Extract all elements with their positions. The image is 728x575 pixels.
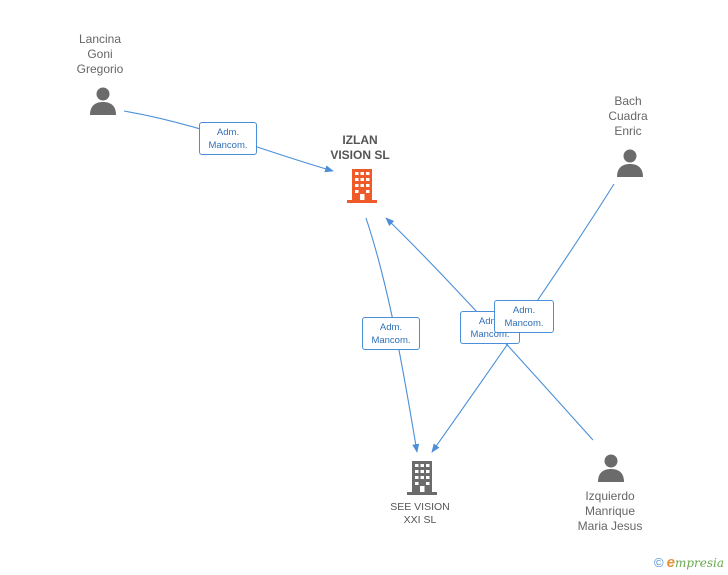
person-icon[interactable] (615, 148, 645, 178)
node-label-izlan: IZLAN VISION SL (330, 133, 390, 162)
role-line2: Mancom. (504, 318, 544, 329)
brand-logo-e: e (666, 554, 675, 571)
brand-logo-text: mpresia (674, 556, 724, 570)
role-box-bach-seevision[interactable]: Adm. Mancom. (494, 300, 554, 333)
role-line1: Adm. (216, 127, 240, 138)
copyright-symbol: © (654, 555, 664, 570)
role-line2: Mancom. (371, 335, 411, 346)
role-box-izlan-seevision[interactable]: Adm. Mancom. (362, 317, 420, 350)
role-line2: Mancom. (470, 329, 510, 340)
building-icon[interactable] (346, 168, 378, 204)
role-line1: Adm. (478, 316, 502, 327)
role-line1: Adm. (379, 322, 403, 333)
person-icon[interactable] (596, 453, 626, 483)
role-line1: Adm. (512, 305, 536, 316)
node-label-lancina: Lancina Goni Gregorio (76, 32, 124, 76)
node-label-izquierdo: Izquierdo Manrique Maria Jesus (577, 489, 643, 533)
node-label-bach: Bach Cuadra Enric (608, 94, 648, 138)
footer-brand: ©empresia (654, 554, 724, 571)
building-icon[interactable] (406, 460, 438, 496)
node-label-seevision: SEE VISION XXI SL (390, 501, 450, 526)
role-line2: Mancom. (208, 140, 248, 151)
role-box-lancina-izlan[interactable]: Adm. Mancom. (199, 122, 257, 155)
person-icon[interactable] (88, 86, 118, 116)
